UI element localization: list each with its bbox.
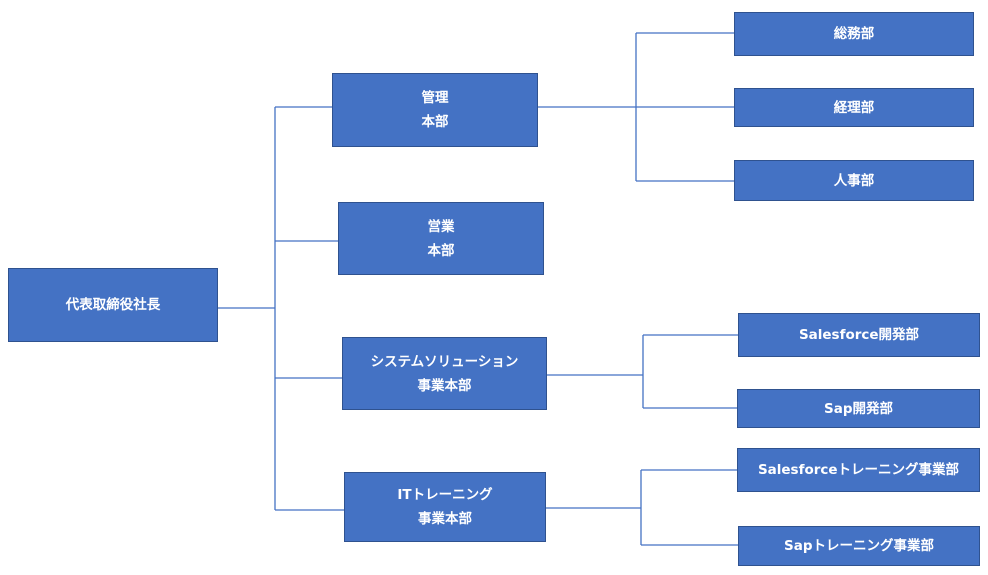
division-system-line2: 事業本部 [417,377,472,394]
division-kanri: 管理 本部 [332,73,538,147]
connector-kanri-branch [538,32,735,182]
division-kanri-line1: 管理 [421,90,449,106]
division-eigyo-line2: 本部 [427,242,455,259]
dept-salesforce-dev-label: Salesforce開発部 [798,327,920,343]
division-eigyo-line1: 営業 [427,218,455,235]
dept-salesforce-dev: Salesforce開発部 [738,313,980,357]
division-kanri-line2: 本部 [421,114,449,130]
dept-sap-training: Sapトレーニング事業部 [738,526,980,566]
division-system-line1: システムソリューション [370,353,519,370]
dept-soumu: 総務部 [734,12,974,56]
ceo-box: 代表取締役社長 [8,268,218,342]
connector-it-branch [546,469,739,546]
dept-soumu-label: 総務部 [833,26,875,42]
division-it-line1: ITトレーニング [397,487,493,503]
ceo-label: 代表取締役社長 [65,297,161,313]
dept-jinji-label: 人事部 [833,172,875,189]
dept-keiri: 経理部 [734,88,974,127]
division-system: システムソリューション 事業本部 [342,337,547,410]
dept-jinji: 人事部 [734,160,974,201]
dept-sap-training-label: Sapトレーニング事業部 [784,538,934,554]
dept-sap-dev-label: Sap開発部 [824,400,893,417]
division-it-line2: 事業本部 [418,511,472,527]
dept-salesforce-training: Salesforceトレーニング事業部 [737,448,980,492]
dept-keiri-label: 経理部 [833,99,875,116]
connector-system-branch [547,334,739,409]
division-eigyo: 営業 本部 [338,202,544,275]
dept-salesforce-training-label: Salesforceトレーニング事業部 [757,462,960,478]
division-it: ITトレーニング 事業本部 [344,472,546,542]
dept-sap-dev: Sap開発部 [737,389,980,428]
